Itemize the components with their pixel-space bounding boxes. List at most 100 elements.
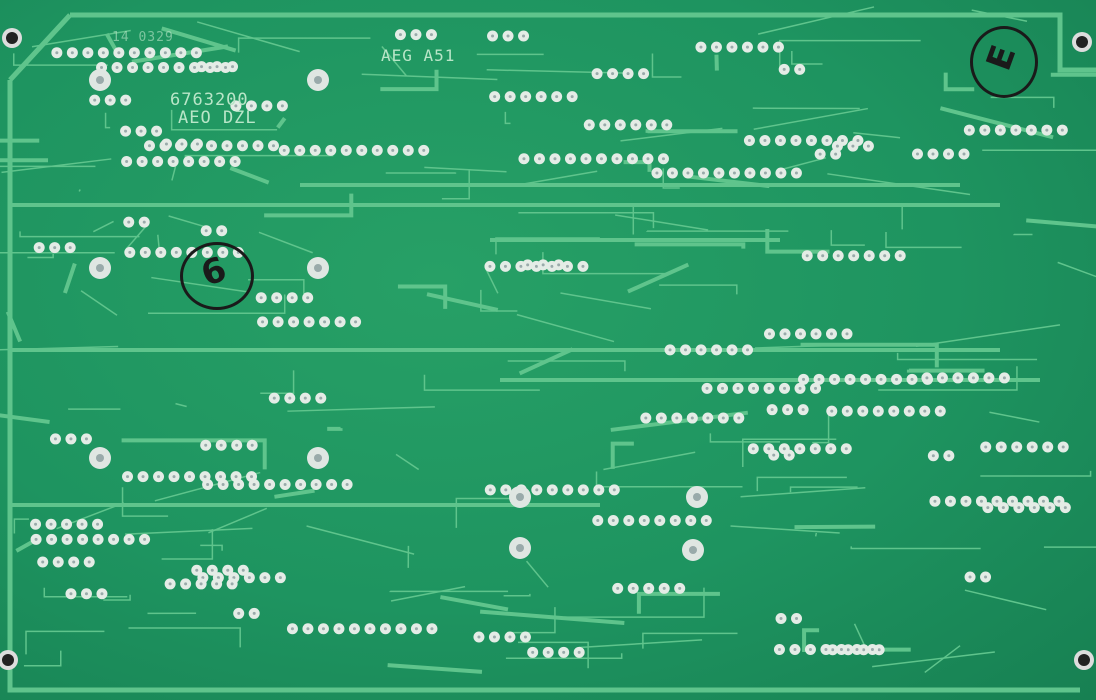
signal-trace	[852, 203, 903, 230]
signal-trace	[306, 525, 415, 555]
signal-trace	[0, 158, 49, 163]
signal-trace	[148, 294, 286, 314]
signal-trace	[78, 189, 81, 192]
signal-trace	[504, 111, 511, 125]
signal-trace	[274, 488, 315, 499]
signal-trace	[518, 212, 655, 229]
signal-trace	[627, 262, 690, 294]
signal-trace	[512, 170, 598, 187]
signal-trace	[0, 413, 50, 424]
signal-trace	[645, 129, 738, 134]
signal-trace	[779, 157, 827, 171]
signal-trace	[0, 138, 40, 143]
signal-trace	[709, 433, 780, 443]
signal-trace	[791, 51, 823, 65]
signal-trace	[27, 253, 54, 259]
signal-trace	[896, 352, 1038, 361]
signal-trace	[812, 414, 830, 444]
signal-trace	[124, 527, 253, 535]
signal-trace	[208, 507, 268, 534]
signal-trace	[740, 487, 866, 498]
signal-trace	[742, 438, 837, 468]
signal-trace	[380, 69, 439, 92]
signal-trace	[381, 46, 407, 77]
signal-trace	[516, 313, 615, 343]
signal-trace	[659, 284, 738, 295]
signal-trace	[885, 231, 962, 249]
signal-trace	[924, 645, 961, 674]
signal-trace	[196, 21, 300, 53]
part-suffix-label: AEO DZL	[178, 108, 257, 128]
signal-trace	[687, 174, 770, 189]
signal-trace	[778, 39, 921, 67]
signal-trace	[175, 402, 187, 408]
signal-trace	[104, 112, 111, 129]
signal-trace	[258, 231, 313, 254]
signal-trace	[13, 53, 108, 66]
signal-trace	[92, 220, 114, 233]
signal-trace	[13, 518, 29, 534]
edge-trace	[7, 12, 1096, 693]
signal-trace	[441, 168, 470, 200]
date-code-label: 14 0329	[112, 30, 174, 45]
signal-trace	[989, 411, 1040, 423]
signal-trace	[610, 441, 634, 469]
signal-trace	[171, 165, 177, 181]
signal-trace	[264, 193, 354, 218]
signal-trace	[0, 345, 119, 351]
signal-trace	[505, 653, 623, 660]
signal-trace	[455, 497, 525, 528]
signal-trace	[503, 593, 531, 597]
signal-trace	[943, 72, 975, 92]
signal-trace	[730, 525, 840, 534]
board-name-label: AEG A51	[381, 46, 456, 65]
signal-trace	[982, 149, 1096, 151]
signal-trace	[595, 471, 743, 488]
signal-trace	[103, 594, 131, 601]
signal-trace	[125, 224, 148, 250]
signal-trace	[651, 53, 682, 78]
signal-trace	[424, 166, 507, 173]
signal-trace	[229, 166, 270, 185]
signal-trace	[662, 168, 680, 189]
signal-trace	[237, 37, 371, 53]
signal-trace	[603, 451, 696, 471]
signal-trace	[480, 289, 518, 312]
signal-trace	[560, 292, 652, 310]
signal-trace	[121, 487, 169, 517]
signal-trace	[830, 230, 865, 246]
signal-trace	[479, 609, 625, 625]
signal-trace	[915, 324, 1061, 347]
signal-trace	[753, 107, 869, 130]
signal-trace	[564, 587, 705, 618]
signal-trace	[620, 127, 723, 142]
signal-trace	[906, 368, 985, 373]
signal-trace	[80, 290, 118, 316]
signal-trace	[440, 595, 509, 612]
signal-trace	[789, 486, 858, 493]
signal-trace	[390, 585, 466, 602]
signal-trace	[1043, 546, 1096, 548]
signal-trace	[814, 532, 818, 537]
signal-trace	[507, 607, 556, 634]
signal-trace	[756, 476, 847, 492]
signal-trace	[260, 370, 295, 395]
handwritten-circle-mark	[180, 242, 254, 310]
signal-trace	[5, 310, 22, 343]
signal-trace	[872, 651, 995, 668]
signal-trace	[878, 366, 1018, 391]
signal-trace	[395, 453, 420, 471]
signal-trace	[990, 96, 1055, 108]
signal-trace	[1057, 261, 1096, 278]
signal-trace	[25, 630, 105, 655]
signal-trace	[636, 591, 720, 614]
signal-trace	[387, 663, 483, 674]
signal-trace	[327, 426, 343, 431]
signal-trace	[794, 524, 876, 530]
signal-trace	[757, 6, 875, 35]
signal-trace	[128, 627, 241, 648]
signal-trace	[68, 408, 121, 410]
signal-trace	[495, 237, 600, 255]
signal-trace	[0, 165, 96, 168]
